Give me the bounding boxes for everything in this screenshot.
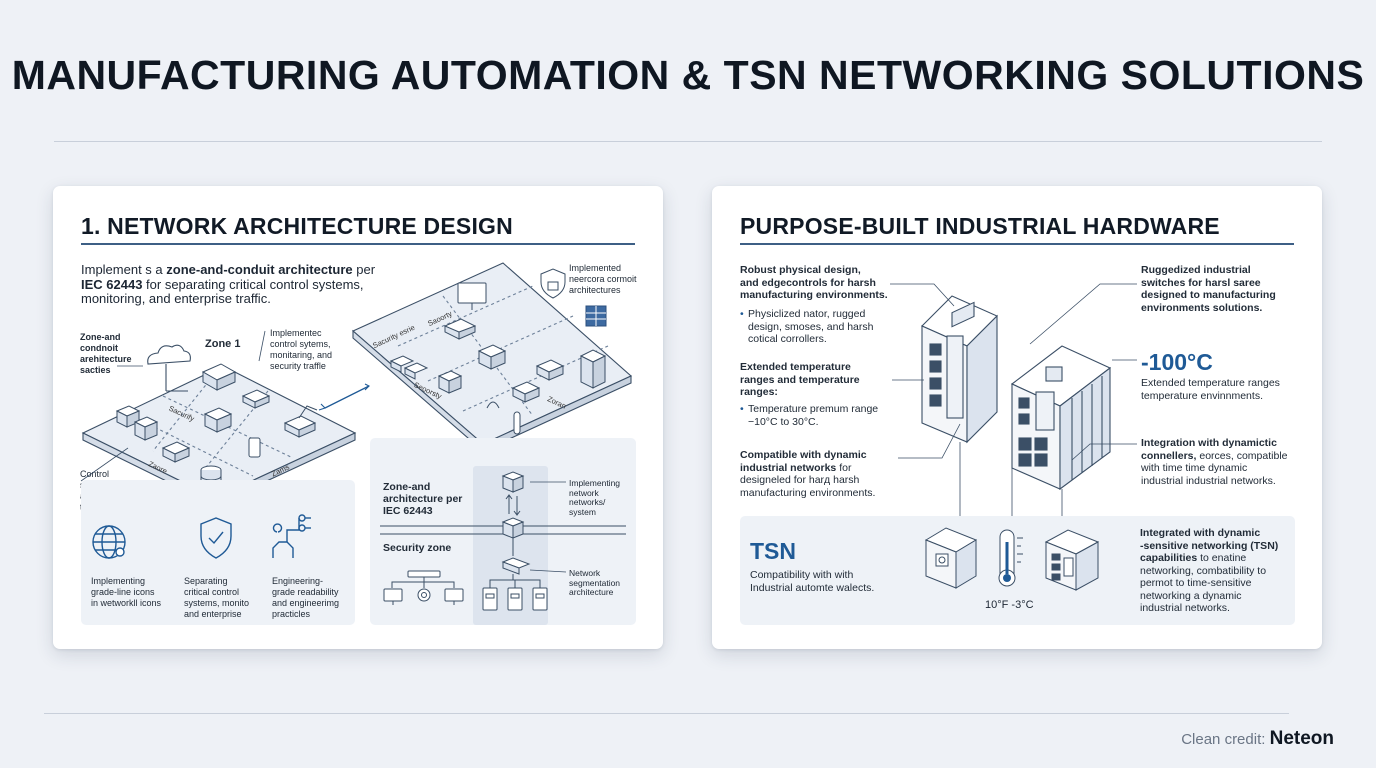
credit: Clean credit: Neteon xyxy=(1181,728,1334,750)
engineering-hand-icon xyxy=(272,514,311,558)
intro-text: Implement s a zone-and-conduit architect… xyxy=(81,262,381,307)
globe-network-icon xyxy=(92,525,126,559)
ruggedized-switches-text: Ruggedized industrial switches for harsl… xyxy=(1141,264,1276,314)
feature-caption-icons: Implementing grade-line icons in wetwork… xyxy=(91,576,162,608)
tsn-label: TSN xyxy=(750,538,796,564)
zone-conduit-panel: Zone-and architecture per IEC 62443 Secu… xyxy=(370,438,636,625)
card-title-network-architecture: 1. NETWORK ARCHITECTURE DESIGN xyxy=(81,213,513,239)
compatible-networks-text: Compatible with dynamic industrial netwo… xyxy=(740,449,876,499)
callout-implemented-architectures: Implemented neercora cormoit architectur… xyxy=(569,263,637,295)
shield-check-icon xyxy=(200,517,232,559)
industrial-switch-illustration xyxy=(890,283,1137,530)
zone1-label: Zone 1 xyxy=(205,338,241,350)
card-title-industrial-hardware: PURPOSE-BUILT INDUSTRIAL HARDWARE xyxy=(740,213,1220,239)
tsn-devices-svg xyxy=(924,527,1100,591)
intro-line-3: monitoring, and enterprise traffic. xyxy=(81,291,271,306)
temperature-value: -100°C xyxy=(1141,349,1213,375)
footer-divider xyxy=(44,713,1289,714)
robust-design-text: Robust physical design, and edgecontrols… xyxy=(740,264,888,301)
tsn-description: Compatibility with with Industrial autom… xyxy=(750,569,875,594)
robust-design-bullet: • Physiclized nator, rugged design, smos… xyxy=(740,308,874,345)
intro-part-2: per xyxy=(352,262,376,277)
temp-range-label: 10°F -3°C xyxy=(985,599,1034,611)
zone-conduit-diagram xyxy=(380,471,626,611)
tsn-integration-text: Integrated with dynamic -sensitive netwo… xyxy=(1140,527,1279,614)
controller-icon xyxy=(1044,529,1100,591)
callout-control-systems: Implementec control sytems, monitaring, … xyxy=(270,328,333,371)
feature-icons-panel: Implementing grade-line icons in wetwork… xyxy=(81,480,355,625)
intro-standard: IEC 62443 xyxy=(81,276,143,292)
thermometer-icon xyxy=(998,529,1023,587)
credit-prefix: Clean credit: xyxy=(1181,731,1266,748)
feature-icons-svg xyxy=(92,514,311,559)
page-title: MANUFACTURING AUTOMATION & TSN NETWORKIN… xyxy=(11,52,1365,98)
feature-caption-engineering: Engineering- grade readability and engin… xyxy=(272,576,340,619)
temperature-description: Extended temperature ranges temperature … xyxy=(1141,377,1280,402)
zone-callout-segmentation: Network segmentation architecture xyxy=(569,568,621,597)
intro-bold: zone-and-conduit architecture xyxy=(166,262,353,277)
network-architecture-card: 1. NETWORK ARCHITECTURE DESIGN Implement… xyxy=(53,186,663,649)
industrial-hardware-card: PURPOSE-BUILT INDUSTRIAL HARDWARE Robust… xyxy=(712,186,1322,649)
io-module-icon xyxy=(924,527,978,589)
intro-line-2: for separating critical control systems, xyxy=(142,276,364,292)
card-title-rule xyxy=(81,243,635,245)
extended-temp-bullet: • Temperature premum range −10°C to 30°C… xyxy=(740,403,879,428)
title-divider xyxy=(54,141,1322,142)
card-title-rule-right xyxy=(740,243,1294,245)
callout-zone-conduit: Zone-and condnoit arehitecture sacties xyxy=(80,332,132,375)
credit-brand: Neteon xyxy=(1269,728,1334,749)
tsn-panel: TSN Compatibility with with Industrial a… xyxy=(740,516,1295,625)
intro-part-1: Implement s a xyxy=(81,262,167,277)
extended-temp-text: Extended temperature ranges and temperat… xyxy=(740,361,860,398)
zone-callout-implementing: Implementing network networks/ system xyxy=(569,478,621,517)
zone-panel-label: Zone-and architecture per IEC 62443 xyxy=(383,481,463,517)
security-zone-label: Security zone xyxy=(383,542,452,554)
feature-caption-separating: Separating critical control systems, mon… xyxy=(184,576,250,619)
integration-text: Integration with dynamictic connellers, … xyxy=(1141,437,1288,487)
